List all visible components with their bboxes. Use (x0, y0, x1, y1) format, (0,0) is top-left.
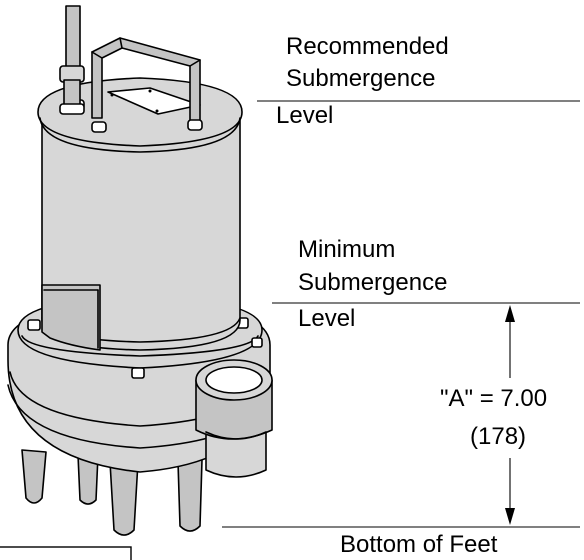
bottom-of-feet-label: Bottom of Feet (340, 531, 498, 558)
motor-housing (41, 119, 241, 351)
recommended-label-3: Level (276, 102, 334, 129)
dimension-metric: (178) (470, 423, 527, 450)
minimum-label-1: Minimum (298, 236, 396, 263)
minimum-label-3: Level (298, 305, 356, 332)
minimum-label-2: Submergence (298, 269, 448, 296)
discharge-outlet (195, 359, 273, 478)
dimension-value: "A" = 7.00 (440, 385, 548, 412)
recommended-label-1: Recommended (286, 33, 449, 60)
power-cable (59, 5, 85, 115)
recommended-label-2: Submergence (286, 65, 436, 92)
dimension-arrow (505, 305, 515, 525)
pump-feet (21, 449, 203, 536)
legend-box (0, 546, 132, 560)
